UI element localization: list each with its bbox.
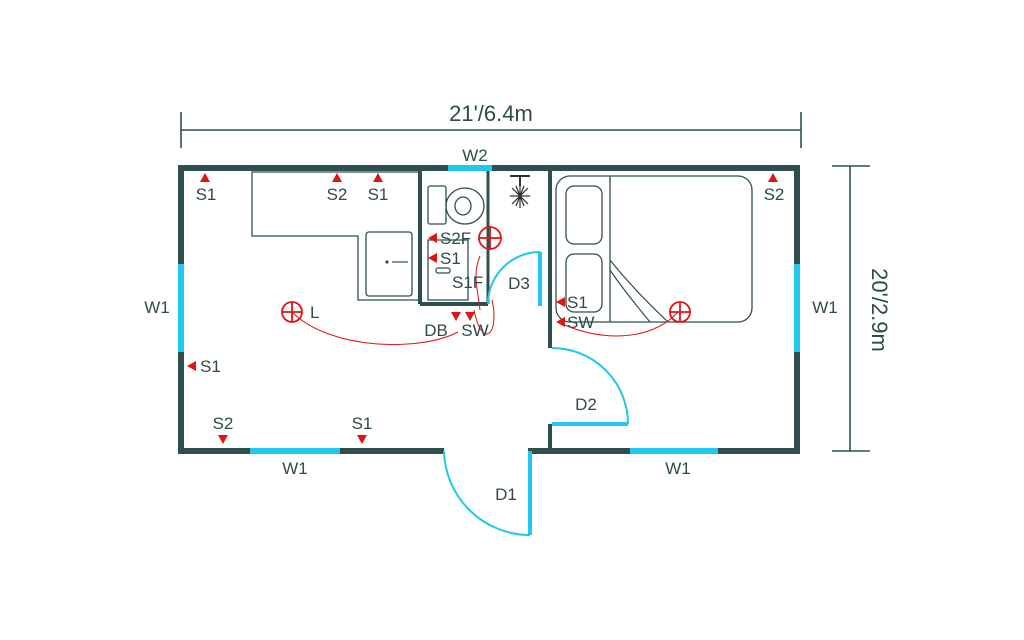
socket-marker <box>768 173 778 182</box>
socket-label: S2F <box>440 229 471 248</box>
wash-basin <box>427 239 469 301</box>
lamp-label: L <box>310 303 319 322</box>
socket-marker <box>200 173 210 182</box>
door-d3 <box>487 251 542 306</box>
socket-label: S1 <box>352 414 373 433</box>
socket-label: S2 <box>213 414 234 433</box>
socket-marker <box>332 173 342 182</box>
pillow <box>565 253 603 313</box>
width-dimension: 21'/6.4m <box>180 101 802 148</box>
switch-marker <box>451 312 461 321</box>
kitchen-counter <box>251 171 421 301</box>
window-w1-left-label: W1 <box>144 298 170 317</box>
socket-marker <box>187 361 196 371</box>
interior-walls <box>418 170 552 449</box>
switch-marker <box>465 312 475 321</box>
window-w1-right-label: W1 <box>812 298 838 317</box>
switch-label: SW <box>461 321 488 340</box>
door-d1-label: D1 <box>495 485 517 504</box>
window-w1-bottom-right-label: W1 <box>665 459 691 478</box>
lamp-icon <box>281 301 303 323</box>
toilet <box>427 185 485 225</box>
door-d1 <box>443 447 532 536</box>
socket-marker <box>556 297 565 307</box>
socket-label: S1 <box>567 293 588 312</box>
window-w1-bottom-left-label: W1 <box>282 459 308 478</box>
socket-label: S2 <box>327 185 348 204</box>
bed <box>555 175 753 323</box>
sink <box>365 231 413 297</box>
socket-marker <box>373 173 383 182</box>
socket-marker <box>357 435 367 444</box>
socket-label: S2 <box>764 185 785 204</box>
wiring <box>291 255 679 345</box>
socket-marker <box>428 253 437 263</box>
depth-dimension: 20'/2.9m <box>832 165 892 452</box>
lamp-icon <box>669 301 691 323</box>
socket-markers <box>187 173 778 444</box>
switch-marker <box>556 317 565 327</box>
window-w2-label: W2 <box>462 146 488 165</box>
labels: W2 W1 W1 W1 W1 D1 D2 D3 S1 S2 S1 S2 S2F … <box>144 146 838 504</box>
socket-label: S1 <box>368 185 389 204</box>
distribution-board-label: DB <box>424 321 448 340</box>
lamp-icon <box>478 226 502 250</box>
width-label: 21'/6.4m <box>449 101 533 126</box>
pillow <box>565 185 603 245</box>
socket-label: S1 <box>196 185 217 204</box>
socket-label: S1F <box>452 273 483 292</box>
door-d3-label: D3 <box>508 274 530 293</box>
socket-label: S1 <box>200 357 221 376</box>
door-d2-label: D2 <box>575 395 597 414</box>
socket-marker <box>218 435 228 444</box>
depth-label: 20'/2.9m <box>867 268 892 352</box>
switch-label: SW <box>567 313 594 332</box>
shower-head-icon <box>510 175 530 208</box>
socket-label: S1 <box>440 249 461 268</box>
socket-marker <box>428 233 437 243</box>
windows <box>178 165 800 454</box>
door-d2 <box>551 347 629 426</box>
